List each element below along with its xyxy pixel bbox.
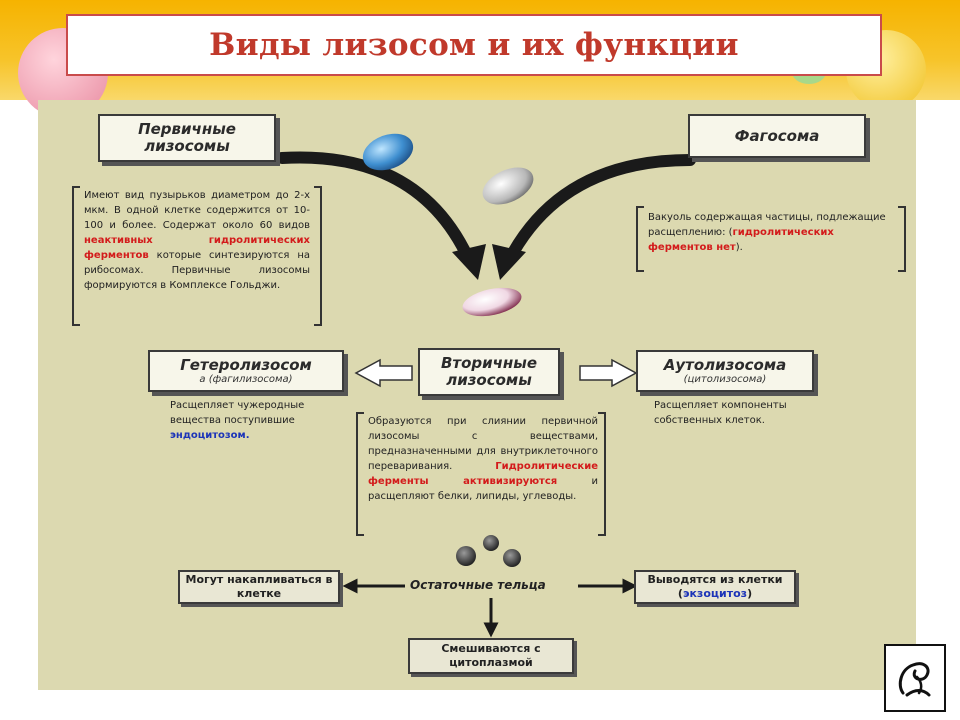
vesicle-pink (462, 287, 522, 317)
phagosome-description: Вакуоль содержащая частицы, подлежащие р… (648, 210, 898, 255)
primary-bracket-right (314, 186, 322, 326)
phagosome-desc-red: гидролитических ферментов нет (648, 227, 834, 253)
residual-right-box: Выводятся из клетки (экзоцитоз) (634, 570, 796, 604)
primary-lysosomes-box: Первичные лизосомы (98, 114, 276, 162)
logo-box (884, 644, 946, 712)
slide-title: Виды лизосом и их функции (209, 27, 739, 63)
secondary-lysosomes-box: Вторичные лизосомы (418, 348, 560, 396)
primary-desc-text1: Имеют вид пузырьков диаметром до 2-х мкм… (84, 190, 310, 231)
residual-right-text: Выводятся из клетки (экзоцитоз) (640, 573, 790, 601)
residual-dot-2 (483, 535, 499, 551)
vesicle-gray (482, 167, 534, 205)
heterolysosome-title: Гетеролизосом (180, 355, 312, 374)
title-box: Виды лизосом и их функции (66, 14, 882, 76)
secondary-desc-text2: и расщепляют белки, липиды, углеводы. (368, 476, 598, 502)
secondary-title-line1: Вторичные (440, 354, 538, 372)
primary-title-line2: лизосомы (144, 137, 230, 155)
hollow-arrow-right (579, 358, 638, 388)
autolysosome-subtitle: (цитолизосома) (683, 373, 767, 385)
autolysosome-title: Аутолизосома (663, 355, 787, 374)
primary-bracket-left (72, 186, 80, 326)
residual-right-text1: Выводятся из клетки ( (647, 573, 783, 600)
secondary-description: Образуются при слиянии первичной лизосом… (368, 414, 598, 504)
heterolysosome-subtitle: а (фагилизосома) (199, 373, 293, 385)
curved-arrow-right (502, 154, 696, 268)
heterolysosome-desc-blue: эндоцитозом. (170, 430, 250, 441)
secondary-desc-red: Гидролитические ферменты активизируются (368, 461, 598, 487)
vesicle-blue (362, 133, 414, 171)
curved-arrow-left (276, 151, 476, 268)
secondary-bracket-left (356, 412, 364, 536)
heterolysosome-desc-text: Расщепляет чужеродные вещества поступивш… (170, 400, 305, 426)
curved-arrow-right-head (492, 244, 526, 280)
hollow-arrow-left (354, 358, 413, 388)
phagosome-desc-text2: ). (735, 242, 743, 253)
secondary-bracket-right (598, 412, 606, 536)
residual-right-blue: экзоцитоз (682, 587, 748, 600)
phagosome-box: Фагосома (688, 114, 866, 158)
primary-desc-red: неактивных гидролитических ферментов (84, 235, 310, 261)
heterolysosome-description: Расщепляет чужеродные вещества поступивш… (170, 398, 340, 443)
heterolysosome-box: Гетеролизосом а (фагилизосома) (148, 350, 344, 392)
phagosome-desc-text1: Вакуоль содержащая частицы, подлежащие р… (648, 212, 886, 238)
residual-dot-1 (456, 546, 476, 566)
phagosome-bracket-right (898, 206, 906, 272)
logo-glyph-icon (898, 662, 931, 697)
autolysosome-box: Аутолизосома (цитолизосома) (636, 350, 814, 392)
primary-description: Имеют вид пузырьков диаметром до 2-х мкм… (84, 188, 310, 293)
residual-bodies-label: Остаточные тельца (410, 578, 546, 592)
secondary-title-line2: лизосомы (446, 371, 532, 389)
residual-dot-3 (503, 549, 521, 567)
residual-bottom-text: Смешиваются с цитоплазмой (441, 642, 541, 669)
primary-desc-text2: которые синтезируются на рибосомах. Перв… (84, 250, 310, 291)
autolysosome-description: Расщепляет компоненты собственных клеток… (654, 400, 787, 426)
residual-left-box: Могут накапливаться в клетке (178, 570, 340, 604)
residual-left-text: Могут накапливаться в клетке (185, 573, 333, 600)
phagosome-title: Фагосома (734, 126, 820, 145)
primary-title-line1: Первичные (138, 120, 236, 138)
residual-right-text2: ) (747, 587, 753, 600)
curved-arrow-left-head (452, 244, 486, 280)
phagosome-bracket-left (636, 206, 644, 272)
secondary-desc-text1: Образуются при слиянии первичной лизосом… (368, 416, 598, 472)
residual-bottom-box: Смешиваются с цитоплазмой (408, 638, 574, 674)
